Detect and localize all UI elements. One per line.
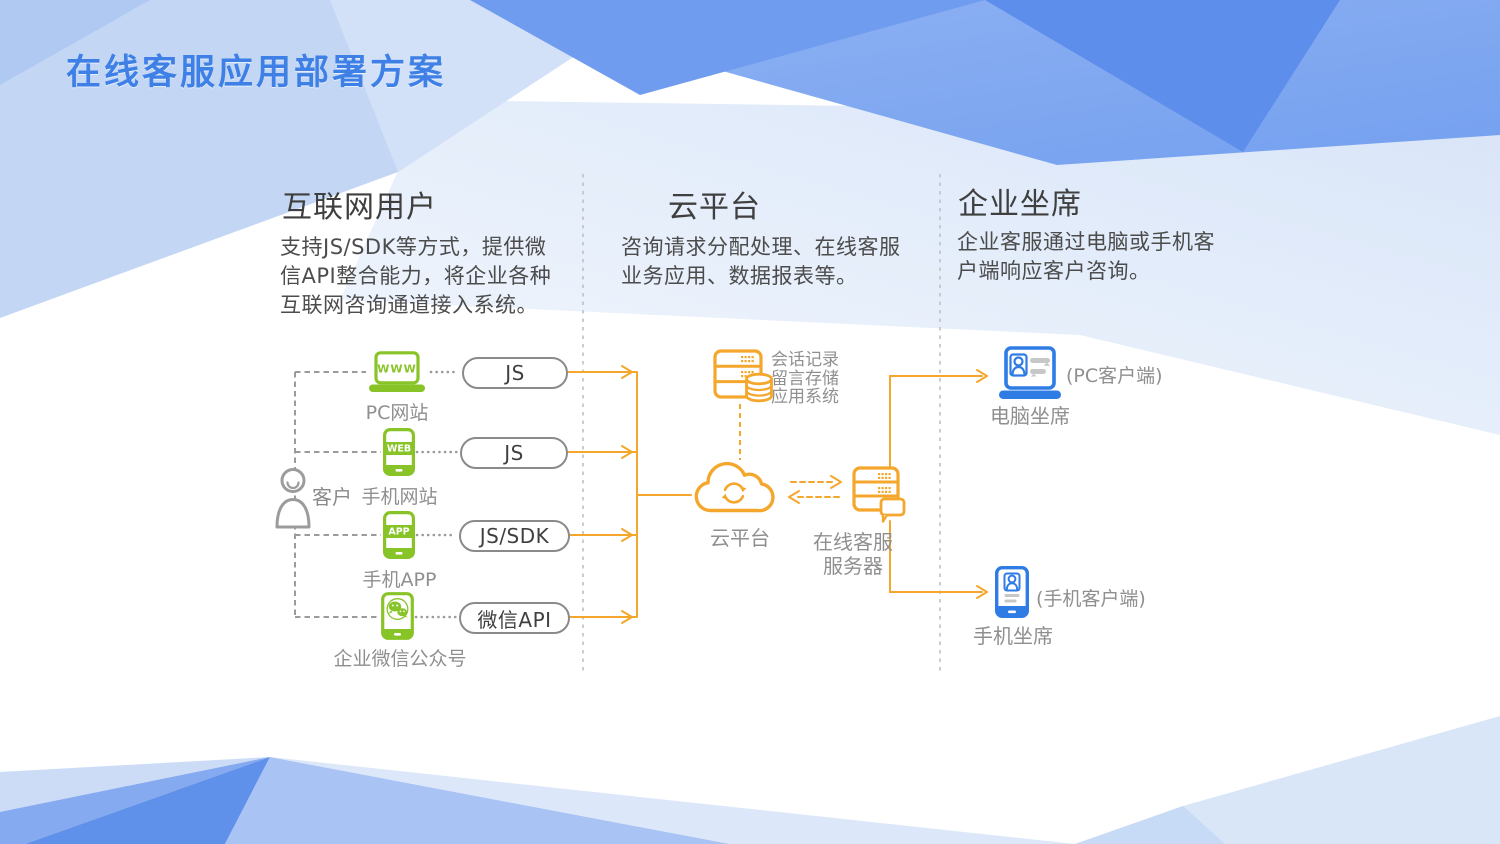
wechat-phone-icon [381, 592, 414, 640]
column-description-internet-users: 支持JS/SDK等方式，提供微信API整合能力，将企业各种互联网咨询通道接入系统… [280, 235, 552, 317]
mobile-website-label: 手机网站 [361, 486, 438, 508]
laptop-www-icon: WWW [369, 351, 425, 392]
js-sdk-pill: JS/SDK [459, 520, 570, 552]
customer-node [274, 467, 312, 533]
column-description-enterprise-agents: 企业客服通过电脑或手机客户端响应客户咨询。 [957, 230, 1215, 283]
channel-to-cloud-lines [567, 365, 692, 624]
cloud-sync-icon [694, 461, 775, 513]
mobile-agent-label: 手机坐席 [973, 624, 1053, 648]
pc-website-node: WWW [366, 351, 428, 397]
phone-screen-text: APP [388, 527, 409, 538]
phone-screen-text: WEB [387, 444, 411, 455]
device-pill-dotted-lines [414, 370, 461, 619]
pc-agent-label: 电脑坐席 [990, 404, 1070, 428]
customer-label: 客户 [312, 485, 352, 509]
server-led-dots [878, 473, 891, 493]
cloud-label: 云平台 [710, 526, 770, 550]
phone-web-icon: WEB [383, 428, 415, 476]
column-description-cloud-platform: 咨询请求分配处理、在线客服业务应用、数据报表等。 [621, 235, 901, 288]
server-node [852, 466, 910, 528]
cloud-server-dashed-arrows [788, 475, 842, 504]
mobile-app-label: 手机APP [362, 569, 437, 591]
js-pill-pc: JS [462, 357, 568, 389]
pc-agent-node [996, 346, 1064, 406]
pc-website-label: PC网站 [365, 402, 429, 424]
column-divider-lines [582, 174, 941, 672]
phone-app-icon: APP [383, 511, 415, 559]
agent-phone-icon [995, 566, 1030, 618]
server-to-agent-lines [889, 369, 988, 599]
column-heading-cloud-platform: 云平台 [668, 190, 761, 225]
customer-icon [275, 468, 311, 529]
server-label-line: 服务器 [823, 554, 883, 578]
mobile-website-node: WEB [383, 428, 415, 480]
storage-node [713, 349, 779, 411]
storage-label-line: 应用系统 [771, 387, 839, 407]
pc-agent-annotation: (PC客户端) [1066, 365, 1163, 387]
cloud-node [689, 460, 779, 522]
server-label: 在线客服 服务器 [808, 530, 898, 578]
wechat-account-label: 企业微信公众号 [333, 648, 467, 670]
chat-server-icon [852, 466, 906, 523]
column-heading-enterprise-agents: 企业坐席 [958, 187, 1082, 222]
js-pill-mobile: JS [460, 437, 568, 469]
storage-label-line: 留言存储 [771, 368, 839, 389]
storage-label: 会话记录 留言存储 应用系统 [771, 351, 839, 407]
database-server-icon [713, 349, 773, 403]
mobile-agent-annotation: (手机客户端) [1036, 588, 1146, 610]
column-heading-internet-users: 互联网用户 [282, 190, 437, 225]
slide-title: 在线客服应用部署方案 [66, 53, 447, 93]
laptop-screen-text: WWW [377, 363, 416, 376]
mobile-app-node: APP [383, 511, 415, 563]
storage-label-line: 会话记录 [771, 350, 839, 370]
wechat-api-pill: 微信API [459, 602, 570, 634]
mobile-agent-node [995, 566, 1030, 622]
wechat-account-node [381, 592, 414, 644]
customer-channel-dashed-lines [294, 371, 381, 618]
agent-laptop-icon [999, 346, 1061, 399]
server-label-line: 在线客服 [813, 530, 893, 554]
